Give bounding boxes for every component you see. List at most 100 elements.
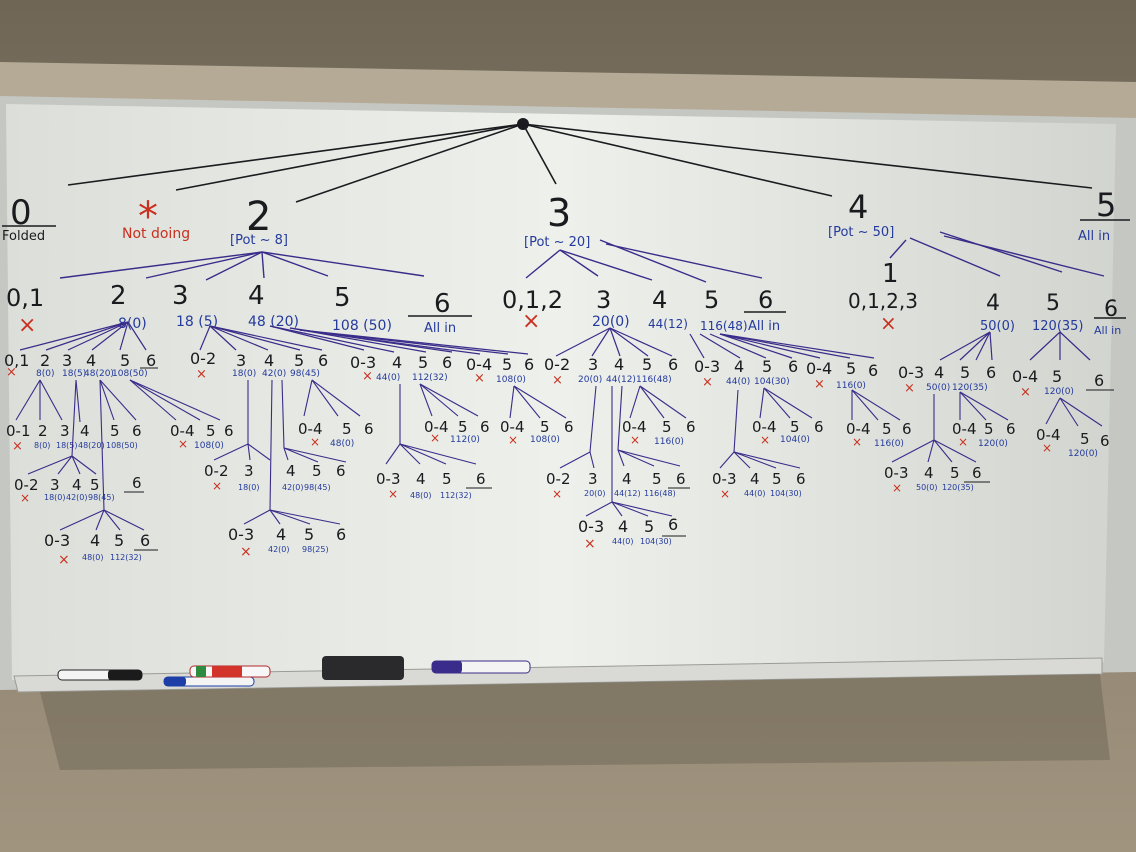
l3-f-x: × — [702, 375, 713, 390]
l4-2-n0: 48(0) — [330, 439, 354, 449]
l3-b-2: 4 — [264, 351, 274, 370]
l3-i-n0: 120(0) — [1044, 387, 1074, 397]
l4-1-2: 6 — [224, 422, 234, 440]
l5-3-4: 6 — [676, 470, 686, 488]
l3-e-2: 4 — [614, 355, 624, 374]
l6-0-3: 6 — [140, 531, 150, 550]
l5-1-0: 0-2 — [204, 462, 229, 480]
top-0-label: 0 — [10, 193, 32, 233]
level2-under-3: 0,1,2 × 3 20(0) 4 44(12) 5 116(48) 6 All… — [502, 286, 786, 334]
marker-tray — [13, 657, 1103, 693]
l3-i-0: 0-4 — [1012, 367, 1038, 386]
whiteboard — [6, 104, 1116, 680]
l4-7-n0: 116(0) — [874, 439, 904, 449]
eraser[interactable] — [322, 656, 404, 680]
l4-9-2: 6 — [1100, 432, 1110, 450]
l2-3-0-note: × — [522, 309, 540, 334]
l6-2-0: 0-3 — [578, 517, 604, 536]
l5-3-n2: 116(48) — [644, 489, 676, 498]
l6-2-3: 6 — [668, 515, 678, 534]
top-5-sub: All in — [1078, 229, 1110, 244]
l5-0-1: 3 — [50, 476, 60, 494]
l2-2-0-note: × — [18, 313, 36, 338]
l4-6-x: × — [760, 433, 770, 447]
top-star-sub: Not doing — [122, 226, 190, 242]
l4-0-4: 5 — [110, 422, 120, 440]
l3-h-2: 5 — [960, 363, 970, 382]
l3-e-n2: 116(48) — [636, 375, 672, 385]
l5-1-n2: 98(45) — [304, 483, 331, 492]
l2-2-3-note: 48 (20) — [248, 314, 299, 330]
l4-4-x: × — [508, 433, 518, 447]
l3-b-1: 3 — [236, 351, 246, 370]
l3-f-0: 0-3 — [694, 357, 720, 376]
l4-0-0: 0-1 — [6, 422, 31, 440]
l5-4-1: 4 — [750, 470, 760, 488]
l2-3-3: 5 — [704, 286, 719, 314]
l2-3-4-note: All in — [748, 319, 780, 334]
l4-9-x: × — [1042, 441, 1052, 455]
l2-2-5-note: All in — [424, 321, 456, 336]
l4-0-n2: 48(20) — [78, 441, 105, 450]
l5-2-0: 0-3 — [376, 470, 401, 488]
top-rail — [0, 62, 1136, 120]
l5-0-n2: 98(45) — [88, 493, 115, 502]
l4-2-1: 5 — [342, 420, 352, 438]
l4-1-1: 5 — [206, 422, 216, 440]
l5-4-0: 0-3 — [712, 470, 737, 488]
l4-5-1: 5 — [662, 418, 672, 436]
l4-0-n1: 18(5) — [56, 441, 78, 450]
l3-f-2: 5 — [762, 357, 772, 376]
l3-b-n0: 18(0) — [232, 369, 256, 379]
l3-c-x: × — [362, 369, 373, 384]
l3-a-1: 2 — [40, 351, 50, 370]
l5-3-x: × — [552, 487, 562, 501]
l5-0-4: 6 — [132, 474, 142, 492]
l5-5-3: 6 — [972, 464, 982, 482]
l3-h-0: 0-3 — [898, 363, 924, 382]
l2-2-2-note: 18 (5) — [176, 314, 218, 330]
l3-e-x: × — [552, 373, 563, 388]
l4-1-x: × — [178, 437, 188, 451]
l2-2-0: 0,1 — [6, 284, 44, 312]
l3-a-5: 6 — [146, 351, 156, 370]
l4-6-1: 5 — [790, 418, 800, 436]
l6-2-2: 5 — [644, 517, 654, 536]
l3-g-n0: 116(0) — [836, 381, 866, 391]
top-3-label: 3 — [547, 191, 571, 235]
l4-2-x: × — [310, 435, 320, 449]
l5-2-1: 4 — [416, 470, 426, 488]
top-3-sub: [Pot ~ 20] — [524, 235, 590, 250]
level6: 0-3 4 5 6 × 48(0) 112(32) 0-3 4 5 6 × 42… — [44, 515, 686, 568]
l5-1-2: 4 — [286, 462, 296, 480]
l3-d-x: × — [474, 371, 485, 386]
l6-0-n0: 48(0) — [82, 553, 104, 562]
l4-7-2: 6 — [902, 420, 912, 438]
l5-1-3: 5 — [312, 462, 322, 480]
tray-shadow — [40, 674, 1110, 770]
l5-0-n0: 18(0) — [44, 493, 66, 502]
l3-e-3: 5 — [642, 355, 652, 374]
l3-i-1: 5 — [1052, 367, 1062, 386]
l3-g-x: × — [814, 377, 825, 392]
l4-4-n0: 108(0) — [530, 435, 560, 445]
l4-8-n0: 120(0) — [978, 439, 1008, 449]
l6-2-x: × — [584, 536, 596, 552]
top-4-label: 4 — [848, 188, 868, 226]
top-2-sub: [Pot ~ 8] — [230, 233, 288, 248]
l2-3-2-note: 44(12) — [648, 317, 688, 331]
l4-7-1: 5 — [882, 420, 892, 438]
l3-f-1: 4 — [734, 357, 744, 376]
l4-2-0: 0-4 — [298, 420, 323, 438]
l4-0-1: 2 — [38, 422, 48, 440]
l3-e-n0: 20(0) — [578, 375, 602, 385]
l4-2-2: 6 — [364, 420, 374, 438]
l3-a-n0: 8(0) — [36, 369, 54, 379]
l5-2-n1: 112(32) — [440, 491, 472, 500]
l4-5-2: 6 — [686, 418, 696, 436]
l2-4-1-note: × — [880, 311, 897, 335]
l2-4-1: 0,1,2,3 — [848, 289, 918, 313]
l4-7-x: × — [852, 435, 862, 449]
l3-c-n1: 112(32) — [412, 373, 448, 383]
l5-3-n1: 44(12) — [614, 489, 641, 498]
